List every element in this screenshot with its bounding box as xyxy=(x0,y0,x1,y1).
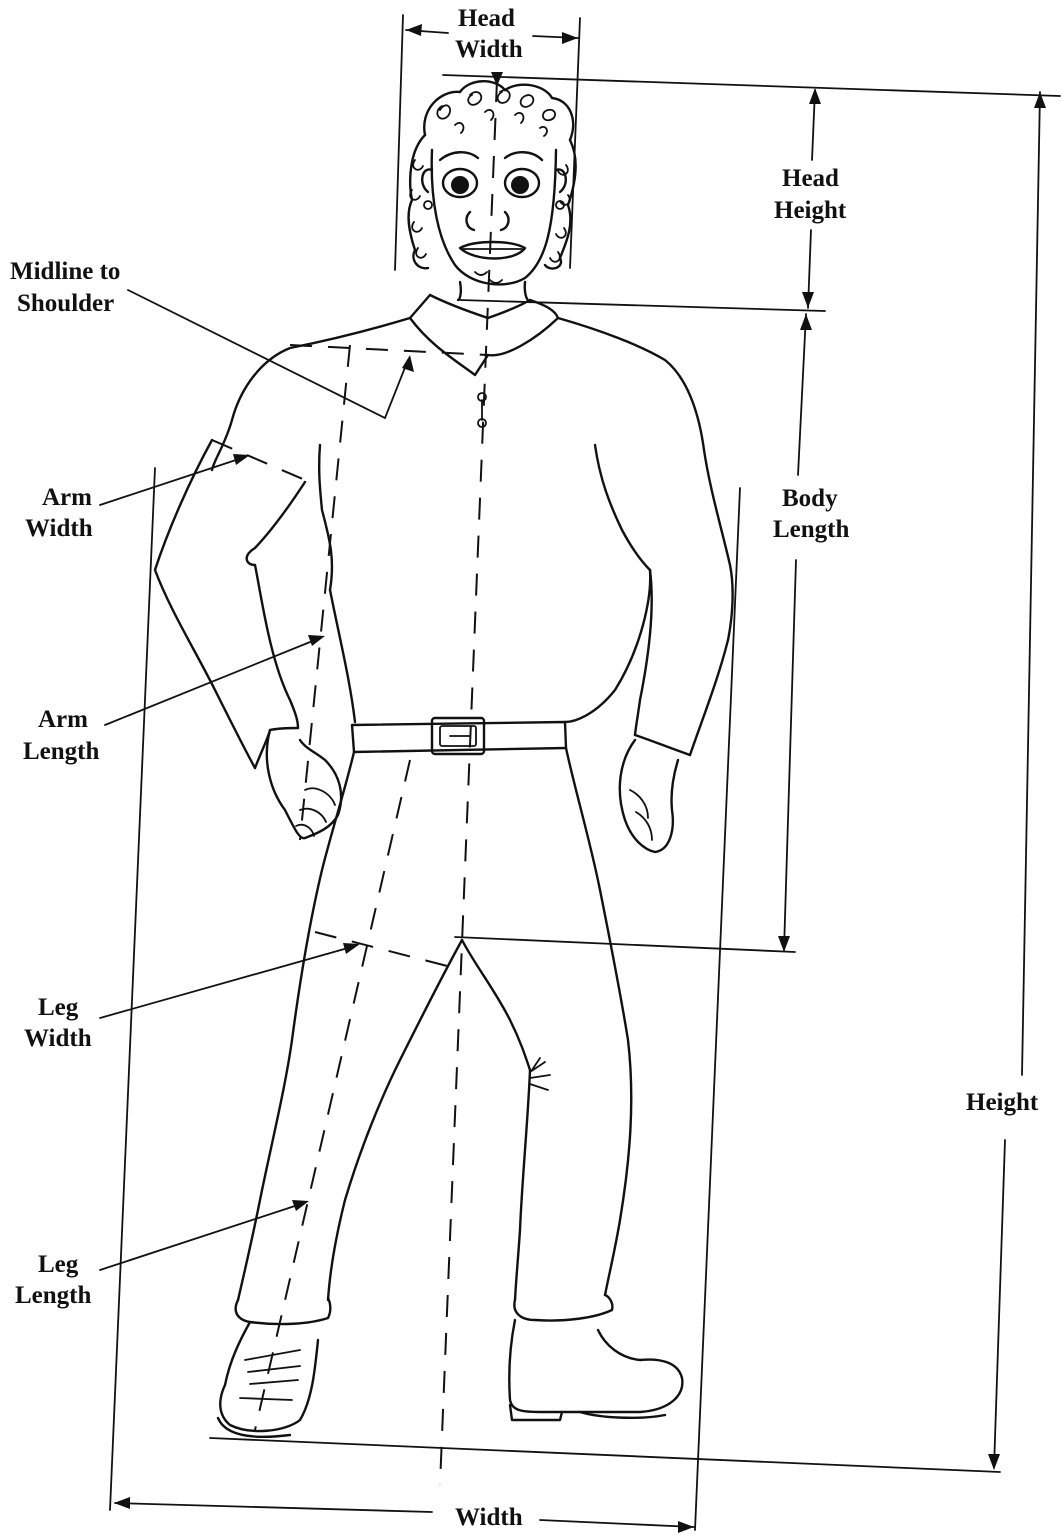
leg-length-label-line2: Length xyxy=(15,1282,92,1309)
height-label: Height xyxy=(966,1089,1039,1116)
head-height-label-line1: Head xyxy=(782,165,839,192)
arm-right xyxy=(620,570,728,852)
body-length-arrowhead-top xyxy=(800,314,812,330)
head-top-marker xyxy=(491,72,503,86)
arm-width-leader xyxy=(100,457,245,505)
shirt xyxy=(212,318,733,722)
head-width-label-line2: Width xyxy=(455,36,523,63)
midline-to-shoulder-label-line2: Shoulder xyxy=(17,290,114,317)
arm-width-line xyxy=(212,440,305,480)
body-length-arrow-bottom xyxy=(784,560,796,950)
arm-length-arrowhead xyxy=(308,635,325,646)
leg-width-leader xyxy=(100,946,355,1018)
leg-length-leader xyxy=(100,1203,304,1270)
width-label: Width xyxy=(455,1504,523,1531)
body-length-label-line2: Length xyxy=(773,516,850,543)
human-figure-drawing xyxy=(155,81,733,1437)
shoes xyxy=(218,1320,682,1437)
ground-line xyxy=(210,1438,1000,1472)
midline-to-shoulder-label-line1: Midline to xyxy=(10,258,120,285)
pants xyxy=(236,748,632,1324)
belt xyxy=(352,718,566,754)
height-arrowhead-bottom xyxy=(988,1454,1000,1470)
leg-width-label-line2: Width xyxy=(24,1025,92,1052)
measurement-guides xyxy=(100,15,1060,1533)
width-arrow-left xyxy=(115,1503,432,1512)
height-arrow-bottom xyxy=(994,1140,1005,1468)
leg-width-label-line1: Leg xyxy=(38,994,79,1021)
arm-length-line xyxy=(300,345,350,840)
body-length-label-line1: Body xyxy=(782,485,838,512)
arm-width-label-line2: Width xyxy=(25,515,93,542)
left-boundary-line xyxy=(110,468,155,1510)
hair xyxy=(409,81,576,268)
head-width-left-line xyxy=(395,15,403,270)
head-height-label-line2: Height xyxy=(774,197,847,224)
head-width-arrowhead-left xyxy=(406,24,422,36)
arm-length-leader xyxy=(105,638,320,725)
leg-length-label-line1: Leg xyxy=(38,1251,79,1278)
chin-line xyxy=(460,300,825,311)
width-arrowhead-right xyxy=(678,1521,694,1533)
head-width-label-line1: Head xyxy=(458,5,515,32)
leg-width-arrowhead xyxy=(343,943,360,954)
crotch-line xyxy=(455,937,795,952)
arm-length-label-line1: Arm xyxy=(38,706,88,733)
body-length-arrow-top xyxy=(798,314,806,475)
right-boundary-line xyxy=(695,488,740,1530)
leg-width-line xyxy=(315,932,455,968)
measurement-labels: Head Width Head Height Midline to Should… xyxy=(10,5,1039,1531)
height-arrow-top xyxy=(1022,92,1040,1075)
shoulder-line xyxy=(290,345,488,355)
width-arrowhead-left xyxy=(114,1497,130,1509)
arm-width-arrowhead xyxy=(233,454,250,465)
body-midline xyxy=(440,80,497,1485)
midline-to-shoulder-leader xyxy=(128,290,408,418)
head-height-arrowhead-bottom xyxy=(802,292,814,308)
arm-width-label-line1: Arm xyxy=(42,484,92,511)
leg-length-line xyxy=(255,760,410,1430)
body-length-arrowhead-bottom xyxy=(778,936,790,952)
width-arrow-right xyxy=(540,1520,694,1527)
head-width-arrowhead-right xyxy=(562,32,578,44)
arm-length-label-line2: Length xyxy=(23,738,100,765)
head-height-arrowhead-top xyxy=(809,88,821,104)
